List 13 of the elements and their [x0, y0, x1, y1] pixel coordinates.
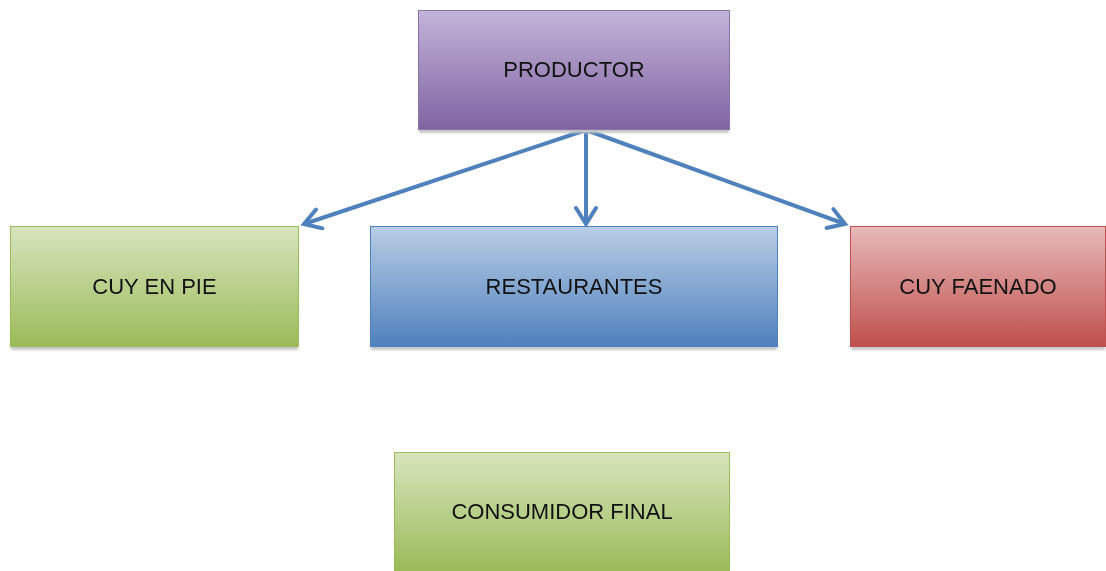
process-box	[10, 226, 299, 347]
box-label: CONSUMIDOR FINAL	[451, 498, 673, 525]
process-box	[850, 226, 1106, 347]
box-label: RESTAURANTES	[485, 273, 663, 300]
box-label: CUY EN PIE	[92, 273, 217, 300]
arrow	[302, 128, 587, 231]
box-label: CUY FAENADO	[899, 273, 1057, 300]
arrow	[585, 128, 847, 230]
process-box	[370, 226, 778, 347]
process-box	[418, 10, 730, 130]
arrow	[574, 130, 598, 226]
process-box	[394, 452, 730, 571]
box-label: PRODUCTOR	[503, 57, 645, 83]
